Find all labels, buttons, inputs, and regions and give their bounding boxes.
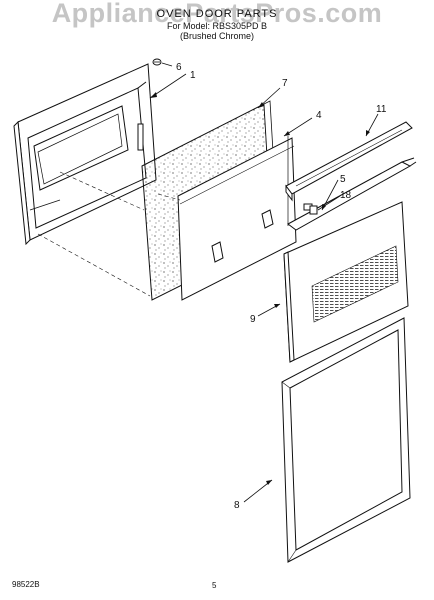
door-frame-trim (281, 317, 411, 563)
finish-line: (Brushed Chrome) (179, 31, 255, 41)
diagram-title: OVEN DOOR PARTS (156, 8, 278, 20)
clip (309, 205, 318, 215)
door-handle (285, 121, 413, 202)
alignment-lines (37, 171, 181, 297)
inner-door-liner (13, 63, 157, 246)
callout-7: 7 (282, 78, 288, 89)
model-line: For Model: RBS305PD B (166, 21, 268, 31)
door-trim-vent (287, 157, 417, 231)
figure-code: 98522B (12, 580, 40, 589)
callout-6: 6 (176, 62, 182, 73)
screw (152, 58, 162, 66)
page-number: 5 (212, 581, 217, 590)
callout-4: 4 (316, 110, 322, 121)
callout-11: 11 (376, 104, 387, 115)
outer-door-panel (283, 201, 409, 363)
callout-1: 1 (190, 70, 196, 81)
callout-5: 5 (340, 174, 346, 185)
callout-8: 8 (234, 500, 240, 511)
watermark: AppliancePartsPros.com (51, 0, 383, 28)
leader-arrows (150, 92, 370, 485)
callout-18: 18 (340, 190, 352, 201)
callout-9: 9 (250, 314, 256, 325)
inner-glass-panel (177, 136, 297, 301)
